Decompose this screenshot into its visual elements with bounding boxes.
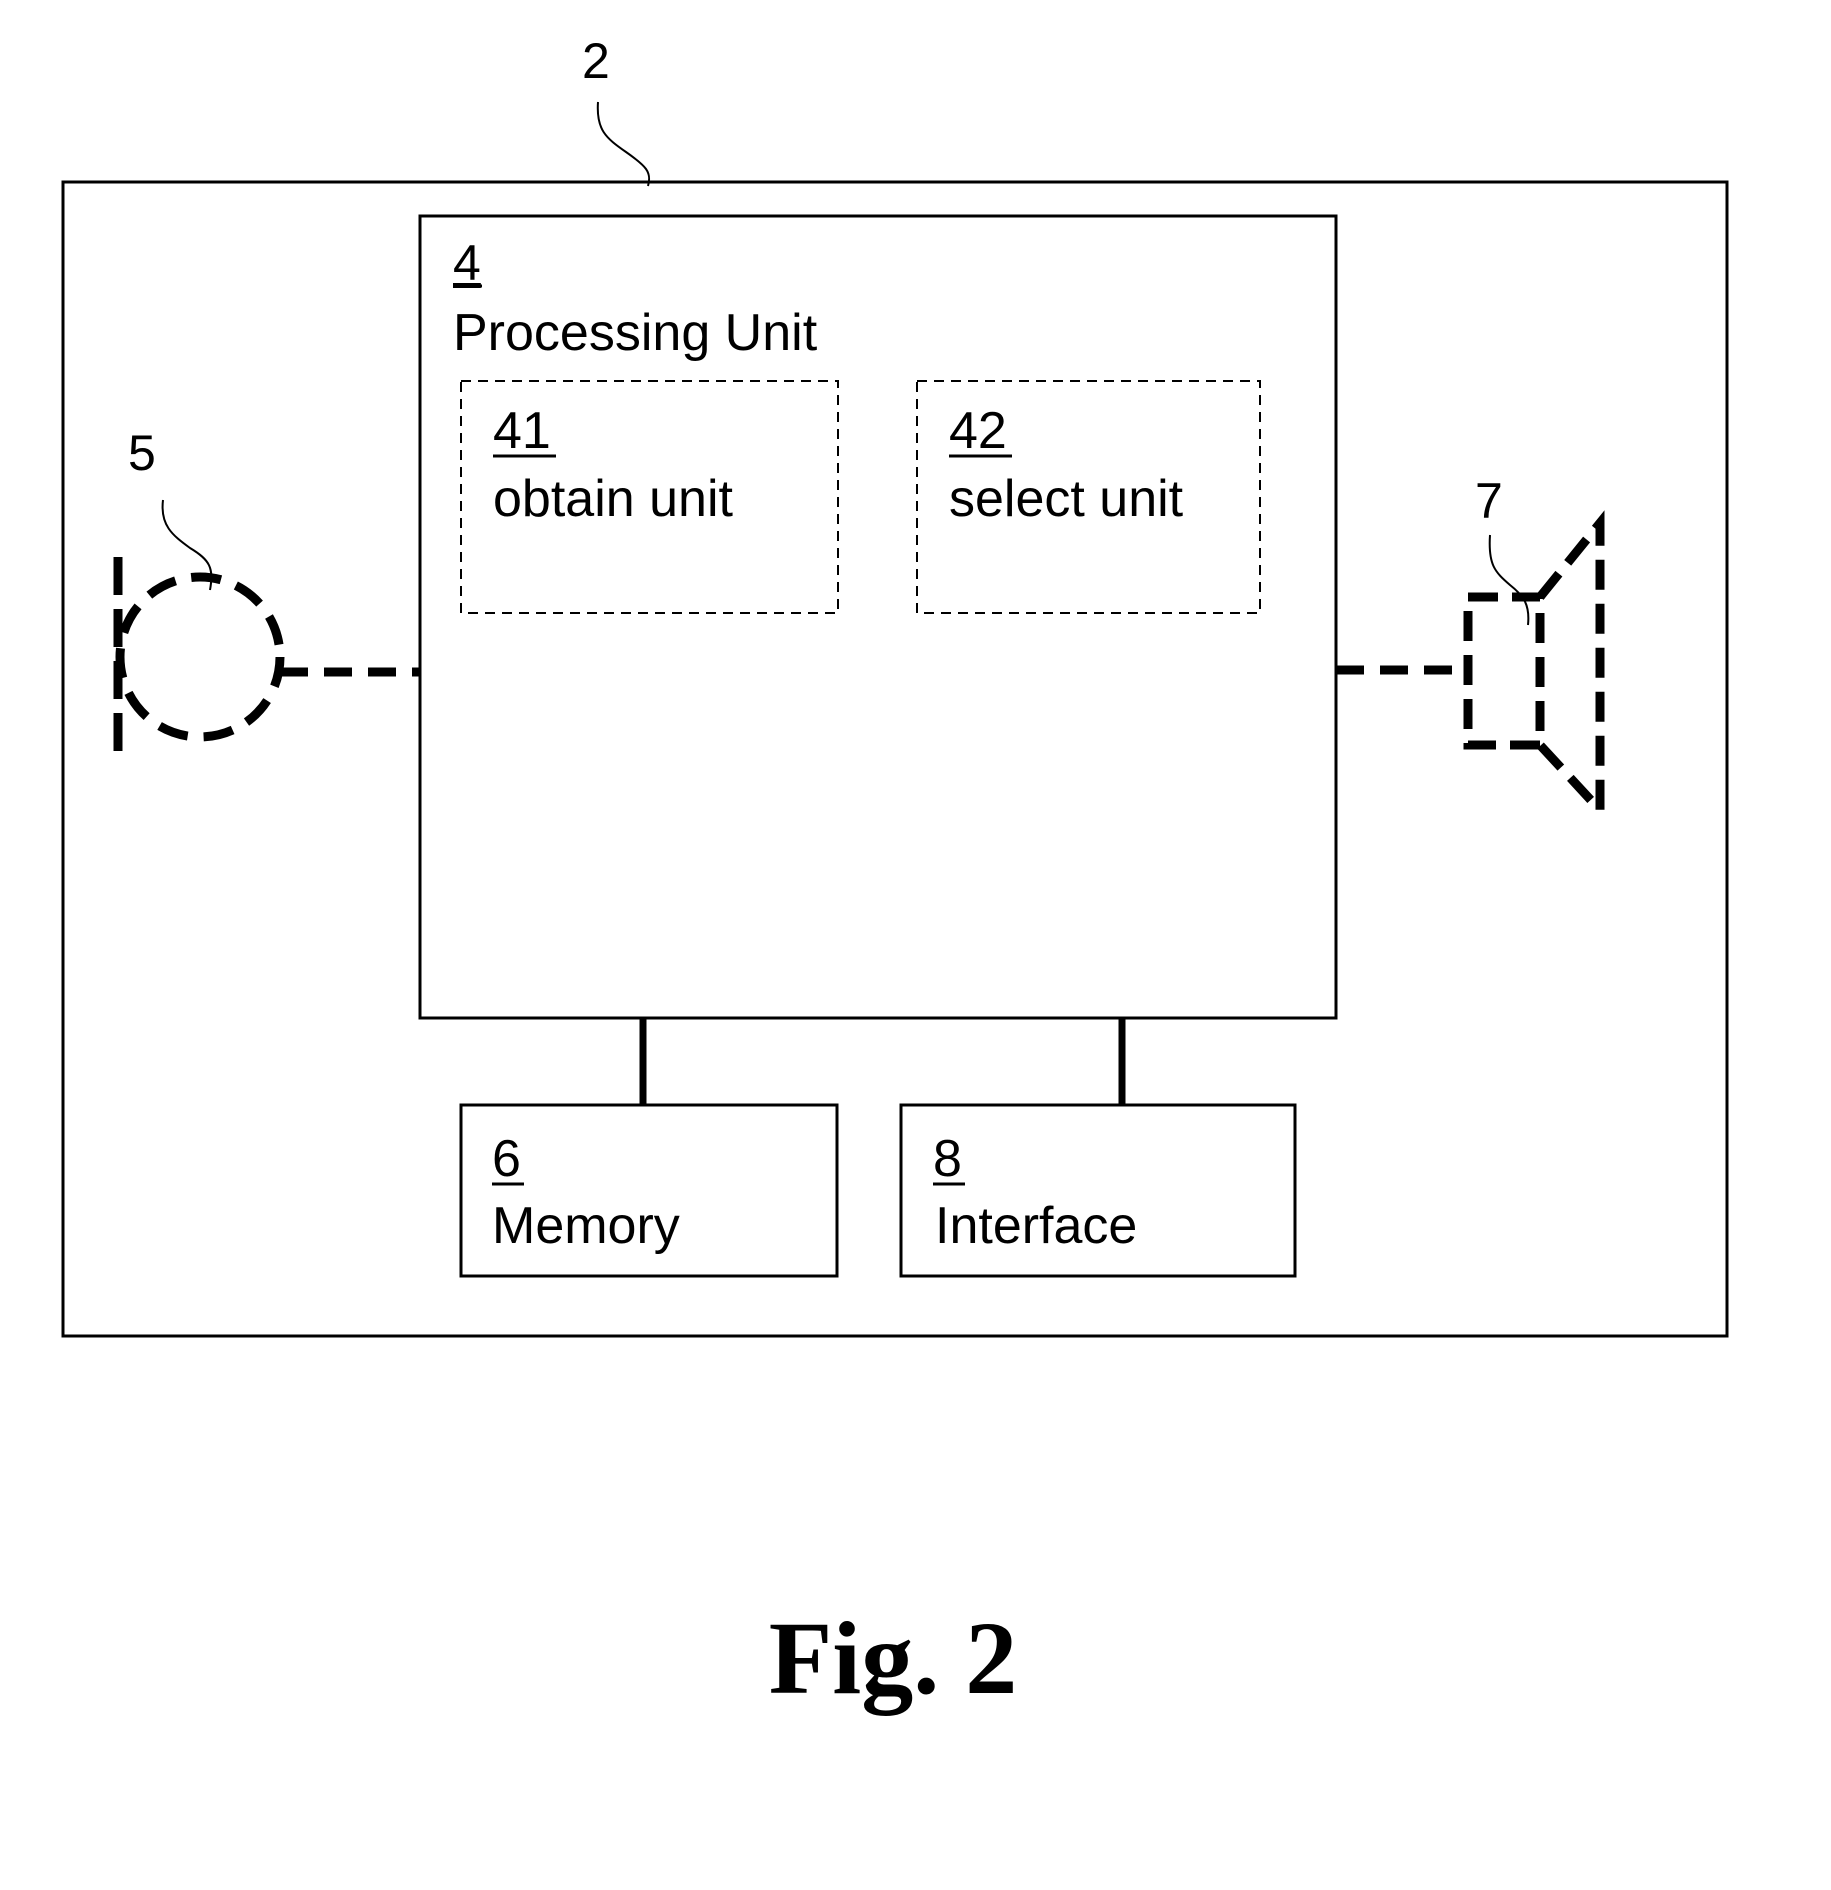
device-ref-label: 2 bbox=[582, 33, 610, 89]
memory-ref: 6 bbox=[492, 1130, 521, 1188]
processing-unit-box bbox=[418, 214, 1338, 1020]
obtain-unit-label: obtain unit bbox=[493, 470, 734, 528]
obtain-unit-ref: 41 bbox=[493, 402, 551, 460]
speaker-cone bbox=[1536, 510, 1605, 822]
processing-unit-label: Processing Unit bbox=[453, 304, 818, 362]
processing-unit-ref: 4 bbox=[453, 235, 481, 291]
microphone-circle bbox=[115, 572, 285, 742]
speaker-icon bbox=[1463, 510, 1605, 822]
select-unit-ref: 42 bbox=[949, 402, 1007, 460]
memory-box bbox=[459, 1103, 839, 1278]
interface-box bbox=[899, 1103, 1297, 1278]
device-box bbox=[61, 180, 1729, 1338]
memory-label: Memory bbox=[492, 1197, 680, 1255]
select-unit-box bbox=[916, 380, 1261, 614]
interface-ref: 8 bbox=[933, 1130, 962, 1188]
obtain-unit-box bbox=[460, 380, 839, 614]
interface-label: Interface bbox=[935, 1197, 1137, 1255]
microphone-icon bbox=[113, 557, 285, 757]
figure-caption: Fig. 2 bbox=[769, 1601, 1017, 1716]
speaker-body bbox=[1463, 592, 1545, 750]
microphone-ref-label: 5 bbox=[128, 425, 156, 481]
speaker-ref-label: 7 bbox=[1475, 473, 1503, 529]
speaker-leader-line bbox=[1488, 534, 1530, 626]
device-leader-line bbox=[596, 101, 651, 187]
select-unit-label: select unit bbox=[949, 470, 1184, 528]
